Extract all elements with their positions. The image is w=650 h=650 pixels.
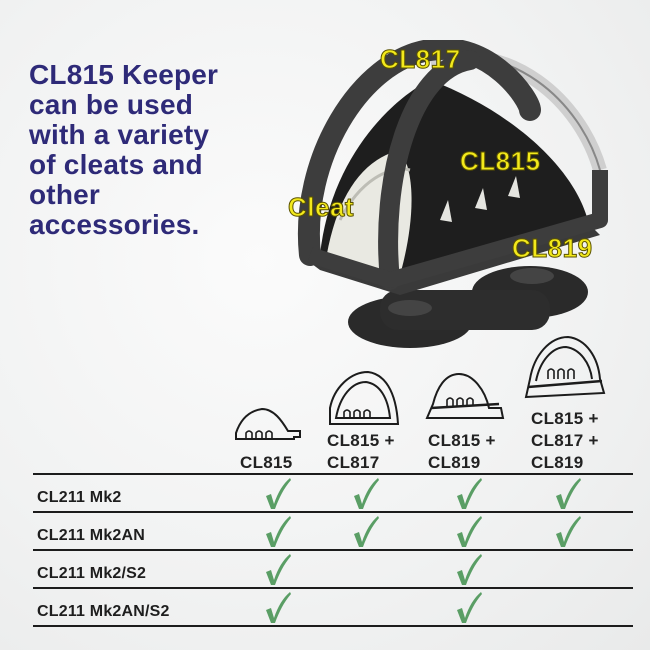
row-label-cl211-mk2an-s2: CL211 Mk2AN/S2 [37, 603, 170, 620]
headline-line: of cleats and [29, 149, 203, 180]
check-icon [352, 514, 380, 548]
product-illustration: CL817 CL815 Cleat CL819 [280, 37, 620, 360]
check-icon [455, 476, 483, 510]
cl815-icon [235, 407, 301, 440]
callout-cleat: Cleat [287, 192, 355, 223]
cl815-cl819-icon [425, 372, 505, 419]
check-icon [264, 476, 292, 510]
row-label-cl211-mk2an: CL211 Mk2AN [37, 527, 146, 544]
column-header-cl815-cl819: CL815 + CL819 [428, 431, 496, 472]
headline-line: other [29, 179, 100, 210]
column-header-cl815: CL815 [240, 453, 293, 472]
table-rule [33, 625, 633, 627]
check-icon [455, 590, 483, 624]
table-rule [33, 587, 633, 589]
callout-cl819: CL819 [512, 233, 593, 264]
table-rule [33, 473, 633, 475]
cl815-cl817-cl819-icon [524, 335, 606, 399]
keeper-assembly-icon [297, 37, 608, 348]
check-icon [264, 590, 292, 624]
headline-line: can be used [29, 89, 194, 120]
row-label-cl211-mk2-s2: CL211 Mk2/S2 [37, 565, 147, 582]
callout-cl815: CL815 [460, 146, 541, 177]
cl815-cl817-icon [329, 370, 400, 425]
table-rule [33, 511, 633, 513]
headline-line: with a variety [29, 119, 210, 150]
table-rule [33, 549, 633, 551]
check-icon [455, 514, 483, 548]
check-icon [352, 476, 380, 510]
check-icon [264, 514, 292, 548]
column-header-cl815-cl817-cl819: CL815 + CL817 + CL819 [531, 409, 599, 472]
headline: CL815 Keeper can be used with a variety … [29, 60, 269, 240]
column-header-cl815-cl817: CL815 + CL817 [327, 431, 395, 472]
check-icon [554, 476, 582, 510]
row-label-cl211-mk2: CL211 Mk2 [37, 489, 122, 506]
headline-line: CL815 Keeper [29, 59, 219, 90]
check-icon [455, 552, 483, 586]
check-icon [264, 552, 292, 586]
callout-cl817: CL817 [380, 44, 461, 75]
check-icon [554, 514, 582, 548]
headline-line: accessories. [29, 209, 200, 240]
